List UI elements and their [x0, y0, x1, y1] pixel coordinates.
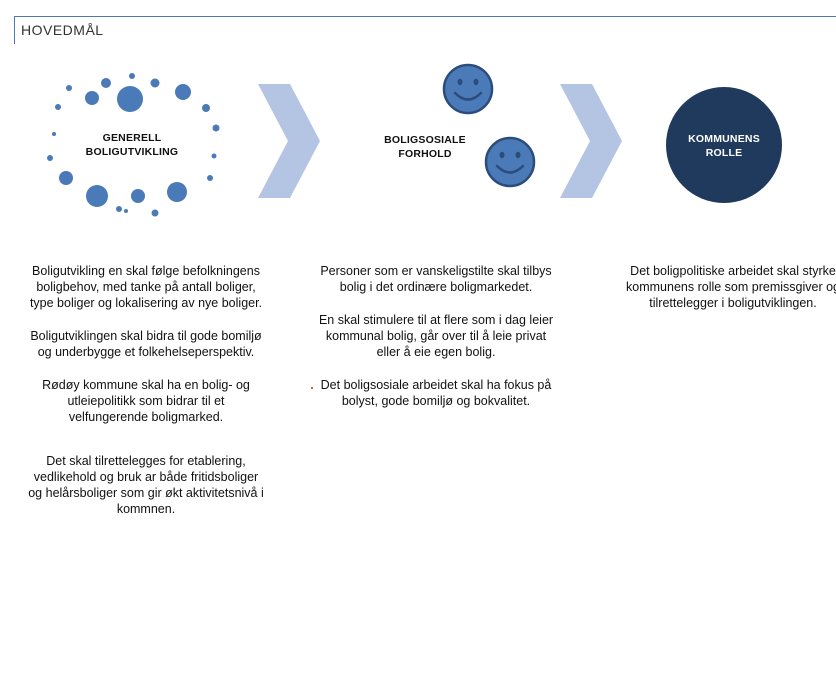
ring-dot: [86, 185, 108, 207]
ring-dot: [167, 182, 187, 202]
node-label-social: BOLIGSOSIALE FORHOLD: [370, 133, 480, 161]
page-title: HOVEDMÅL: [21, 22, 104, 38]
paragraph: Rødøy kommune skal ha en bolig- og utlei…: [42, 378, 250, 424]
ring-dot: [175, 84, 191, 100]
paragraph: Personer som er vanskeligstilte skal til…: [320, 264, 552, 294]
node-label-role: KOMMUNENS ROLLE: [674, 132, 774, 160]
ring-dot: [150, 78, 160, 88]
ring-dot: [202, 104, 210, 112]
paragraph: Boligutviklingen skal bidra til gode bom…: [30, 329, 262, 359]
ring-dot: [47, 155, 53, 161]
role-circle: [666, 87, 782, 203]
ring-dot: [131, 189, 145, 203]
title-frame-top: [14, 16, 836, 17]
node-label-line: KOMMUNENS: [688, 133, 760, 145]
ring-dot: [52, 132, 56, 136]
paragraph: Det skal tilrettelegges for etablering, …: [28, 454, 264, 516]
ring-dot: [116, 206, 122, 212]
chevron-arrow-icon: [258, 84, 320, 198]
ring-dot: [66, 85, 72, 91]
paragraph: Boligutvikling en skal følge befolkninge…: [29, 264, 263, 310]
dot-ring: [47, 73, 220, 217]
ring-dot: [151, 209, 159, 217]
ring-dot: [55, 104, 61, 110]
column-role-text: Det boligpolitiske arbeidet skal styrke …: [618, 263, 836, 328]
ring-dot: [211, 153, 217, 159]
column-social-text: Personer som er vanskeligstilte skal til…: [314, 263, 558, 426]
node-label-line: BOLIGSOSIALE: [384, 134, 466, 146]
ring-dot: [124, 209, 128, 213]
ring-dot: [129, 73, 135, 79]
smiley-face-icon: [442, 63, 494, 115]
node-label-line: BOLIGUTVIKLING: [85, 146, 179, 158]
chevron-arrow-icon: [560, 84, 622, 198]
ring-dot: [117, 86, 143, 112]
ring-dot: [207, 175, 213, 181]
node-label-line: GENERELL: [102, 132, 162, 144]
ring-dot: [59, 171, 73, 185]
node-label-line: ROLLE: [705, 147, 743, 159]
ring-dot: [212, 124, 220, 132]
paragraph: Det boligpolitiske arbeidet skal styrke …: [626, 264, 836, 310]
column-general-text: Boligutvikling en skal følge befolkninge…: [28, 263, 264, 534]
smiley-face-icon: [484, 136, 536, 188]
ring-dot: [85, 91, 99, 105]
node-label-general: GENERELL BOLIGUTVIKLING: [72, 131, 192, 159]
stray-mark: [311, 387, 313, 389]
node-label-line: FORHOLD: [398, 148, 452, 160]
title-frame-left: [14, 16, 15, 44]
paragraph: En skal stimulere til at flere som i dag…: [318, 313, 554, 359]
paragraph: Det boligsosiale arbeidet skal ha fokus …: [320, 378, 552, 408]
ring-dot: [101, 78, 111, 88]
